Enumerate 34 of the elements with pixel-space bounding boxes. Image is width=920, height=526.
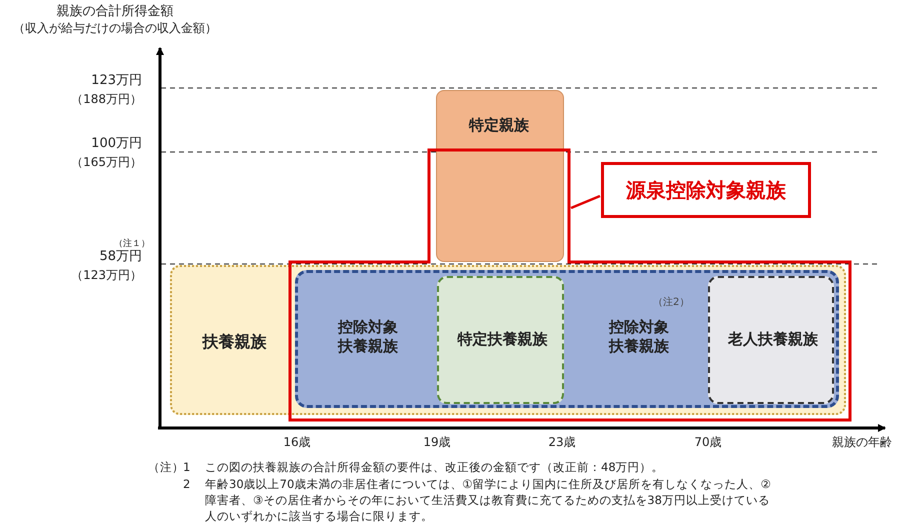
tick-label: （123万円）: [71, 267, 142, 284]
region-box: [437, 276, 564, 404]
note-mark: （注2）: [653, 296, 690, 309]
axis-title: 親族の年齢: [832, 434, 892, 451]
region-box: [295, 270, 839, 408]
region-box: [170, 265, 846, 415]
region-box: [708, 276, 834, 404]
region-label: 特定親族: [469, 116, 529, 136]
tick-label: 123万円: [91, 72, 142, 90]
note-text: この図の扶養親族の合計所得金額の要件は、改正後の金額です（改正前：48万円）。: [205, 459, 664, 476]
tick-label: （165万円）: [71, 154, 142, 171]
highlight-outline: [288, 148, 852, 422]
tick-label: 19歳: [423, 434, 451, 451]
note-heading: （注）: [148, 459, 184, 476]
axis-title: 親族の合計所得金額: [56, 3, 174, 21]
region-label: 扶養親族: [202, 332, 266, 352]
region-label: 控除対象扶養親族: [608, 318, 670, 356]
note-text: 年齢30歳以上70歳未満の非居住者については、①留学により国内に住所及び居所を有しなくなった人、②障害者、③その居住者からその年において生活費又は教育費に充てるための支払を38万円以上受けている人のいずれかに該当する場合に限ります。: [205, 476, 772, 524]
region-label: 特定扶養親族: [458, 330, 548, 350]
tick-label: 100万円: [91, 135, 142, 153]
note-mark: （注１）: [114, 238, 150, 250]
region-label: 源泉控除対象親族: [626, 177, 786, 203]
tick-label: 16歳: [283, 434, 311, 451]
tick-label: （188万円）: [71, 91, 142, 108]
note-number: 1: [183, 459, 190, 476]
axis-title: （収入が給与だけの場合の収入金額）: [13, 20, 217, 37]
note-number: 2: [183, 476, 190, 492]
region-label: 老人扶養親族: [728, 330, 818, 350]
region-label: 控除対象扶養親族: [337, 318, 399, 356]
region-box: [436, 90, 564, 262]
tick-label: 70歳: [694, 434, 722, 451]
tick-label: 58万円: [99, 248, 142, 266]
tick-label: 23歳: [548, 434, 576, 451]
callout-box: [601, 162, 811, 218]
